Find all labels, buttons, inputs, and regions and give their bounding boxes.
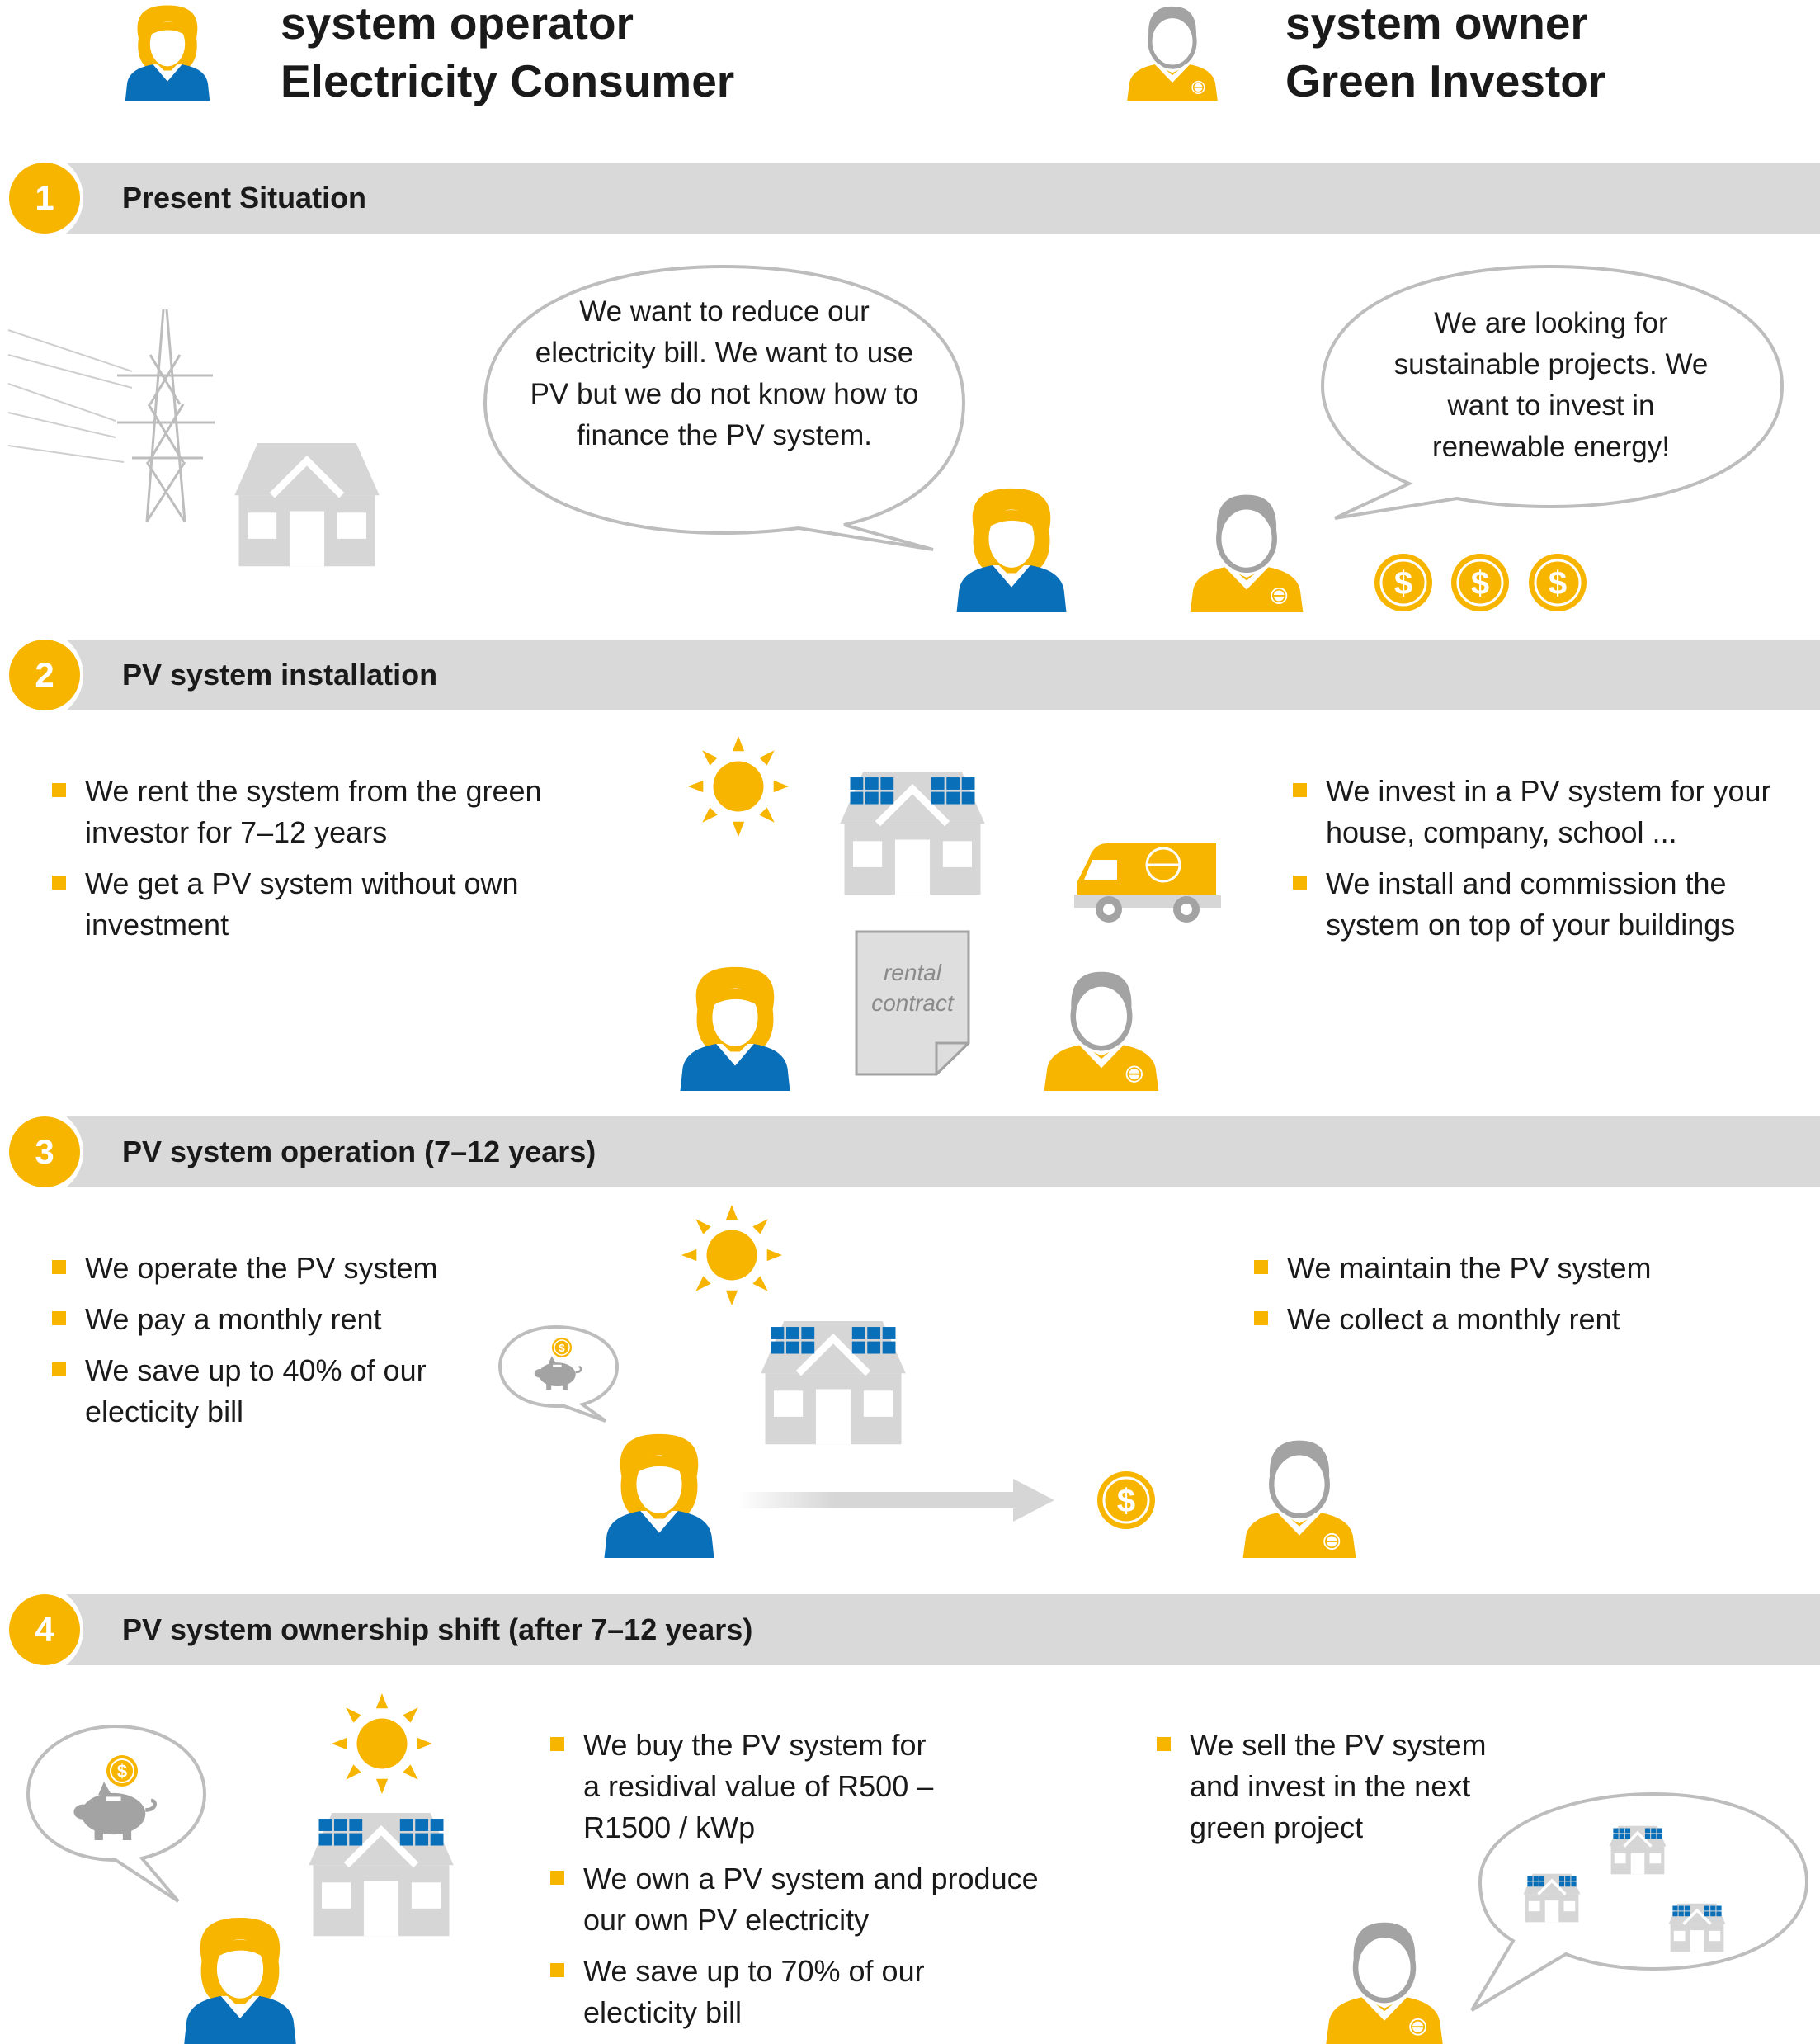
consumer-avatar-icon [601, 1433, 718, 1558]
consumer-avatar-icon [677, 965, 794, 1091]
coin-symbol: $ [1394, 565, 1412, 602]
document-icon [855, 930, 970, 1076]
investor-avatar-icon [1322, 1919, 1447, 2044]
step-1-band: 1 Present Situation [0, 163, 1820, 234]
pv-house-icon [1602, 1824, 1673, 1875]
step-3-consumer-points: We operate the PV system We pay a monthl… [52, 1248, 547, 1442]
investor-avatar-icon [1039, 969, 1164, 1091]
pv-house-icon [743, 1315, 924, 1446]
step-3-investor-points: We maintain the PV system We collect a m… [1254, 1248, 1749, 1350]
coin-symbol: $ [1471, 565, 1489, 602]
list-item: We own a PV system and produce our own P… [550, 1858, 1062, 1941]
coin-symbol: $ [1117, 1483, 1135, 1519]
sun-icon [332, 1693, 432, 1794]
payment-arrow-icon [738, 1479, 1054, 1522]
contract-label: rental contract [871, 960, 954, 1016]
coin-icon: $ [1096, 1470, 1157, 1531]
list-item: We buy the PV system for a residival val… [550, 1725, 946, 1848]
step-1-title: Present Situation [122, 181, 367, 215]
operator-title: Electricity Consumer [281, 55, 735, 106]
step-4-consumer-points: We buy the PV system for a residival val… [550, 1725, 1062, 2043]
consumer-bubble-text: We want to reduce our electricity bill. … [530, 295, 919, 451]
list-item: We collect a monthly rent [1254, 1299, 1749, 1340]
pv-house-icon [1516, 1872, 1587, 1923]
house-icon [216, 437, 398, 568]
pv-house-icon [1662, 1901, 1733, 1952]
power-lines-icon [7, 309, 215, 522]
sun-icon [681, 1205, 782, 1305]
pv-house-icon [822, 766, 1003, 896]
step-4-band: 4 PV system ownership shift (after 7–12 … [0, 1594, 1820, 1665]
coin-symbol: $ [559, 1342, 565, 1354]
list-item: We maintain the PV system [1254, 1248, 1749, 1289]
list-item: We install and commission the system on … [1293, 863, 1804, 946]
step-3-title: PV system operation (7–12 years) [122, 1135, 596, 1168]
owner-title: Green Investor [1285, 55, 1606, 106]
coin-icon: $ [1527, 552, 1588, 613]
step-2-band: 2 PV system installation [0, 640, 1820, 710]
list-item: We get a PV system without own investmen… [52, 863, 547, 946]
step-2-number: 2 [9, 640, 80, 710]
sun-icon [688, 736, 789, 837]
owner-role: system owner [1285, 0, 1588, 49]
investor-bubble-text: We are looking for sustainable projects.… [1393, 307, 1709, 463]
step-4-title: PV system ownership shift (after 7–12 ye… [122, 1612, 753, 1646]
step-4-investor-points: We sell the PV system and invest in the … [1157, 1725, 1511, 1858]
investor-avatar-icon [1125, 4, 1219, 101]
portfolio-thought-bubble [1470, 1791, 1809, 2012]
step-2-consumer-points: We rent the system from the green invest… [52, 771, 547, 956]
list-item: We operate the PV system [52, 1248, 547, 1289]
coin-symbol: $ [117, 1761, 127, 1782]
list-item: We save up to 40% of our electicity bill [52, 1350, 547, 1433]
pv-house-icon [290, 1807, 472, 1938]
coin-icon: $ [1450, 552, 1511, 613]
investor-speech-bubble [1320, 264, 1785, 520]
list-item: We invest in a PV system for your house,… [1293, 771, 1804, 853]
consumer-avatar-icon [953, 487, 1070, 612]
list-item: We pay a monthly rent [52, 1299, 547, 1340]
investor-avatar-icon [1185, 492, 1308, 612]
consumer-speech-bubble [483, 264, 966, 551]
step-1-number: 1 [9, 163, 80, 234]
consumer-avatar-icon [122, 4, 213, 101]
operator-role: system operator [281, 0, 634, 49]
step-4-number: 4 [9, 1594, 80, 1665]
step-3-band: 3 PV system operation (7–12 years) [0, 1116, 1820, 1187]
step-3-number: 3 [9, 1116, 80, 1187]
coin-icon: $ [1373, 552, 1434, 613]
step-2-investor-points: We invest in a PV system for your house,… [1293, 771, 1804, 956]
investor-avatar-icon [1235, 1437, 1364, 1558]
list-item: We save up to 70% of our electicity bill [550, 1951, 996, 2033]
coin-symbol: $ [1549, 565, 1567, 602]
list-item: We sell the PV system and invest in the … [1157, 1725, 1511, 1848]
coin-icon: $ [106, 1754, 139, 1787]
consumer-avatar-icon [182, 1916, 299, 2044]
delivery-van-icon [1074, 843, 1221, 923]
list-item: We rent the system from the green invest… [52, 771, 547, 853]
step-2-title: PV system installation [122, 658, 438, 692]
coin-icon: $ [551, 1337, 573, 1358]
